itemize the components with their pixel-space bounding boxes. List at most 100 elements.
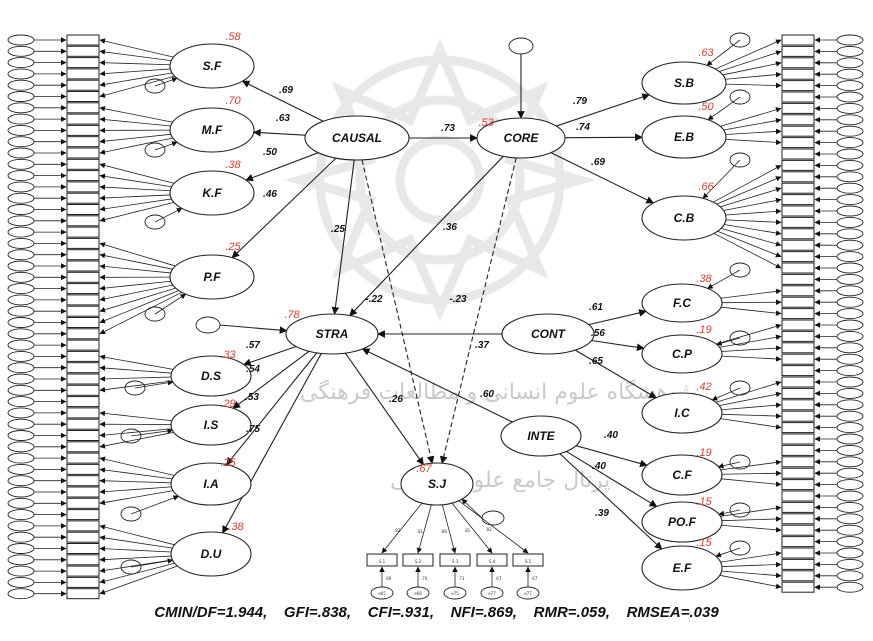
- indicator-box-left: [66, 260, 100, 272]
- loading-arrow-left: [99, 75, 175, 98]
- loading-arrow-left: [99, 354, 174, 370]
- indicator-box-right: [781, 501, 815, 513]
- error-term-left: [7, 204, 35, 215]
- coef-stra-ia: .53: [245, 392, 259, 403]
- error-term-right: [836, 80, 864, 92]
- sj-error-value: .67: [495, 576, 502, 581]
- latent-eb: [641, 115, 727, 159]
- error-term-left: [7, 68, 35, 80]
- coef-stra-ds: .57: [246, 340, 260, 351]
- indicator-box-right: [781, 262, 815, 274]
- r2-pf: .25: [225, 241, 241, 253]
- indicator-box-right: [781, 365, 815, 377]
- indicator-box-left: [66, 305, 100, 317]
- indicator-box-left: [66, 34, 100, 46]
- r2-du: .38: [228, 521, 244, 533]
- sj-indicator-box: [402, 553, 434, 567]
- error-term-right: [836, 228, 864, 240]
- loading-arrow-right: [715, 39, 782, 70]
- indicator-box-right: [781, 422, 815, 434]
- path-core-to-stra: [349, 155, 504, 317]
- indicator-box-left: [66, 576, 100, 588]
- error-term-right: [836, 376, 864, 388]
- r2-ia: .25: [220, 457, 236, 469]
- loading-arrow-right: [720, 107, 782, 127]
- loading-arrow-right: [719, 574, 782, 589]
- loading-arrow-left: [99, 284, 173, 302]
- coef-core-sb: .79: [573, 96, 587, 107]
- loading-arrow-right: [721, 413, 782, 419]
- r2-ef: .15: [696, 537, 712, 549]
- model-fit-indices: CMIN/DF=1.944, GFI=.838, CFI=.931, NFI=.…: [154, 604, 719, 621]
- error-term-left: [7, 215, 35, 227]
- path-causal-to-stra: [331, 159, 355, 315]
- error-term-left: [7, 362, 35, 374]
- latent-cf: [641, 454, 723, 496]
- coef-core-sj: -.23: [449, 294, 467, 305]
- sj-indicator-label: S.5: [525, 559, 532, 564]
- latent-is: [170, 404, 252, 446]
- error-term-right: [836, 102, 864, 114]
- path-stra-to-ia: [226, 352, 318, 466]
- loading-arrow-left: [99, 116, 171, 127]
- indicator-box-left: [66, 68, 100, 80]
- error-term-right: [836, 479, 864, 491]
- indicator-box-left: [66, 430, 100, 441]
- latent-mf: [169, 107, 255, 153]
- error-term-left: [7, 57, 35, 69]
- latent-label-cf: C.F: [672, 468, 692, 482]
- coef-cont-fc: .61: [589, 302, 603, 313]
- latent-inte: [500, 415, 582, 457]
- loading-arrow-right: [721, 355, 782, 362]
- latent-kf: [169, 170, 255, 216]
- indicator-box-left: [66, 328, 100, 340]
- error-term-right: [836, 45, 864, 57]
- latent-fc: [641, 283, 723, 323]
- sj-loading-arrow: [381, 502, 423, 554]
- latent-cont: [501, 313, 595, 355]
- loading-arrow-right: [725, 71, 782, 80]
- latent-label-causal: CAUSAL: [332, 131, 382, 145]
- indicator-box-left: [66, 136, 100, 148]
- loading-arrow-right: [720, 459, 782, 471]
- coef-inte-ef: .39: [595, 508, 609, 519]
- loading-arrow-left: [99, 162, 175, 184]
- indicator-box-right: [781, 182, 815, 194]
- sj-error-label: e75: [451, 591, 459, 596]
- sj-loading-arrow: [451, 502, 493, 554]
- error-term-left: [7, 339, 35, 351]
- indicator-box-left: [66, 497, 100, 509]
- indicator-box-left: [66, 158, 100, 170]
- error-term-right: [836, 342, 864, 354]
- latent-label-ic: I.C: [674, 406, 690, 420]
- indicator-box-left: [66, 396, 100, 408]
- loading-arrow-right: [721, 561, 782, 568]
- indicator-box-right: [781, 205, 815, 217]
- indicator-box-left: [66, 463, 100, 475]
- disturbance-arrow-sf: [154, 77, 178, 87]
- loading-arrow-right: [712, 165, 782, 203]
- indicator-box-right: [781, 399, 815, 411]
- indicator-box-right: [781, 513, 815, 525]
- r2-fc: .38: [696, 273, 712, 285]
- error-term-left: [7, 181, 35, 193]
- indicator-box-left: [66, 113, 100, 125]
- loading-arrow-right: [720, 550, 782, 563]
- latent-label-ef: E.F: [673, 561, 692, 575]
- path-stra-to-ds: [243, 345, 297, 366]
- latent-label-ia: I.A: [203, 477, 218, 491]
- indicator-box-left: [66, 418, 100, 430]
- error-term-left: [7, 407, 35, 419]
- error-term-left: [7, 328, 35, 340]
- loading-arrow-right: [720, 306, 782, 316]
- path-core-to-sj: [439, 157, 517, 464]
- r2-eb: .50: [698, 101, 714, 113]
- indicator-box-right: [781, 68, 815, 80]
- loading-arrow-left: [99, 380, 173, 393]
- error-term-left: [7, 34, 35, 46]
- indicator-box-right: [781, 148, 815, 160]
- path-inte-to-cf: [575, 445, 648, 468]
- sj-loading-arrow: [441, 504, 457, 554]
- latent-label-sb: S.B: [674, 76, 694, 90]
- loading-arrow-left: [99, 535, 173, 549]
